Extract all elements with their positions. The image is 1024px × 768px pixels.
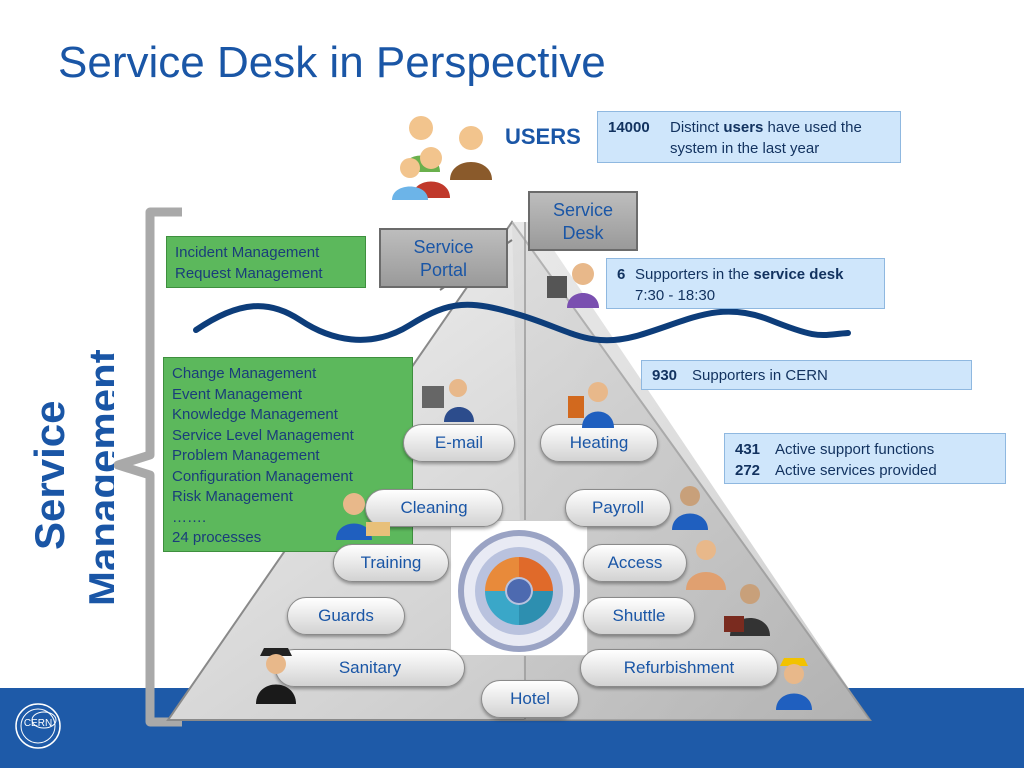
svg-text:Service: Service — [26, 401, 73, 550]
service-pill-guards[interactable]: Guards — [287, 597, 405, 635]
cleaner-icon — [336, 490, 392, 540]
service-pill-cleaning[interactable]: Cleaning — [365, 489, 503, 527]
service-desk-box[interactable]: Service Desk — [528, 191, 638, 251]
desk-count: 6 — [617, 266, 626, 283]
service-pill-payroll[interactable]: Payroll — [565, 489, 671, 527]
construction-worker-icon — [774, 656, 814, 710]
service-pill-refurbishment[interactable]: Refurbishment — [580, 649, 778, 687]
cern-logo-text: CERN — [23, 718, 53, 729]
green-box-processes: Change Management Event Management Knowl… — [163, 357, 413, 552]
wave-line — [193, 301, 851, 344]
green-box-incident: Incident Management Request Management — [166, 236, 366, 288]
service-pill-access[interactable]: Access — [583, 544, 687, 582]
service-pill-sanitary[interactable]: Sanitary — [275, 649, 465, 687]
access-officer-icon — [682, 538, 726, 590]
users-icon — [388, 110, 498, 202]
payroll-officer-icon — [670, 484, 710, 530]
process-wheel-graphic — [458, 530, 580, 652]
helpdesk-agent-icon — [545, 258, 601, 308]
service-pill-hotel[interactable]: Hotel — [481, 680, 579, 718]
page-title: Service Desk in Perspective — [58, 38, 606, 87]
side-title: Service Management — [14, 330, 114, 610]
cern-logo — [15, 703, 61, 749]
svg-text:Management: Management — [80, 349, 114, 606]
guard-icon — [252, 646, 300, 704]
shuttle-driver-icon — [722, 582, 770, 636]
heating-technician-icon — [566, 380, 614, 428]
users-count: 14000 — [608, 119, 650, 136]
office-worker-icon — [422, 378, 474, 422]
process-wheel-image — [450, 520, 588, 656]
service-pill-shuttle[interactable]: Shuttle — [583, 597, 695, 635]
service-pill-email[interactable]: E-mail — [403, 424, 515, 462]
service-portal-box[interactable]: Service Portal — [379, 228, 508, 288]
pyramid-right-face — [512, 222, 870, 720]
cern-count: 930 — [652, 367, 678, 384]
users-label: USERS — [505, 124, 581, 149]
bracket-shape — [113, 207, 182, 727]
service-pill-training[interactable]: Training — [333, 544, 449, 582]
service-pill-heating[interactable]: Heating — [540, 424, 658, 462]
